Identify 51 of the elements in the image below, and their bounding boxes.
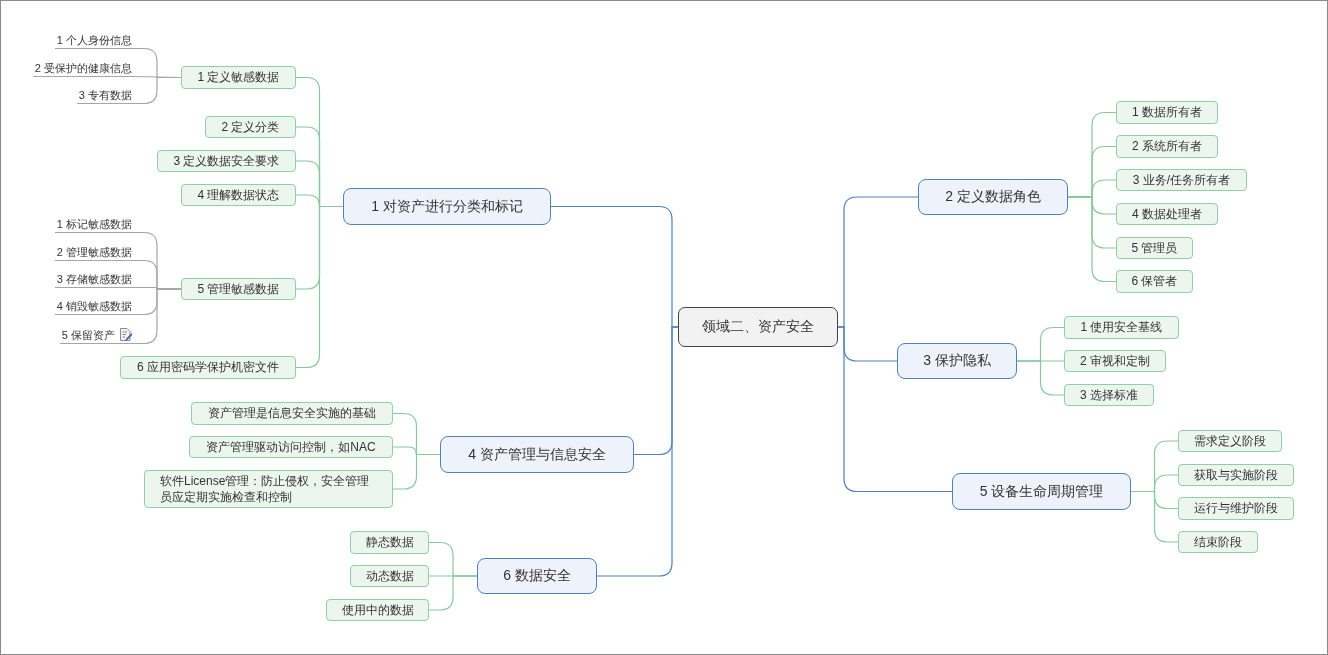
subtopic-box: 资产管理驱动访问控制，如NAC — [189, 436, 393, 458]
underlined-topic: 3 专有数据 — [76, 87, 133, 104]
connector-line — [596, 326, 679, 577]
underlined-topic: 4 销毁敏感数据 — [54, 298, 133, 315]
subtopic-box: 动态数据 — [350, 565, 429, 587]
connector-line — [1016, 360, 1065, 396]
subtopic-box: 5 管理员 — [1116, 237, 1193, 259]
topic-box: 4 资产管理与信息安全 — [440, 436, 634, 473]
subtopic-box: 需求定义阶段 — [1178, 430, 1282, 452]
connector-line — [132, 76, 182, 105]
subtopic-box: 6 应用密码学保护机密文件 — [120, 356, 296, 379]
subtopic-box: 6 保管者 — [1116, 270, 1193, 293]
underlined-topic: 1 标记敏感数据 — [54, 216, 133, 233]
subtopic-box: 资产管理是信息安全实施的基础 — [191, 402, 393, 425]
subtopic-box: 4 理解数据状态 — [181, 184, 296, 206]
subtopic-box: 3 业务/任务所有者 — [1116, 169, 1247, 191]
topic-box: 3 保护隐私 — [897, 343, 1017, 379]
connector-line — [1130, 490, 1179, 543]
subtopic-box: 1 使用安全基线 — [1064, 316, 1179, 339]
underlined-topic: 2 受保护的健康信息 — [32, 60, 133, 77]
subtopic-box: 静态数据 — [350, 531, 429, 554]
subtopic-box: 1 数据所有者 — [1116, 101, 1218, 124]
connector-line — [1067, 196, 1117, 283]
connector-line — [428, 575, 478, 611]
connector-line — [132, 288, 182, 345]
subtopic-box: 软件License管理：防止侵权，安全管理员应定期实施检查和控制 — [144, 470, 393, 508]
subtopic-box: 运行与维护阶段 — [1178, 497, 1294, 520]
underlined-topic: 3 存储敏感数据 — [54, 271, 133, 288]
underlined-topic: 2 管理敏感数据 — [54, 244, 133, 261]
topic-box: 2 定义数据角色 — [918, 179, 1068, 215]
subtopic-box: 3 选择标准 — [1064, 384, 1154, 406]
subtopic-box: 2 系统所有者 — [1116, 135, 1218, 158]
connector-line — [837, 326, 953, 493]
subtopic-box: 5 管理敏感数据 — [181, 278, 296, 300]
subtopic-box: 使用中的数据 — [326, 599, 429, 621]
underlined-topic: 1 个人身份信息 — [54, 32, 133, 49]
topic-text: 5 保留资产 — [61, 328, 115, 342]
subtopic-box: 2 定义分类 — [205, 116, 296, 138]
subtopic-box: 结束阶段 — [1178, 531, 1258, 553]
connector-line — [295, 205, 344, 369]
connector-line — [392, 453, 441, 490]
topic-box: 5 设备生命周期管理 — [952, 473, 1131, 510]
central-topic-box: 领域二、资产安全 — [678, 307, 838, 347]
subtopic-box: 4 数据处理者 — [1116, 203, 1218, 225]
underlined-topic — [59, 327, 133, 344]
subtopic-box: 1 定义敏感数据 — [181, 66, 296, 89]
subtopic-box: 获取与实施阶段 — [1178, 464, 1294, 486]
topic-box: 1 对资产进行分类和标记 — [343, 188, 551, 225]
topic-box: 6 数据安全 — [477, 558, 597, 594]
subtopic-box: 3 定义数据安全要求 — [157, 150, 296, 172]
subtopic-box: 2 审视和定制 — [1064, 350, 1166, 372]
